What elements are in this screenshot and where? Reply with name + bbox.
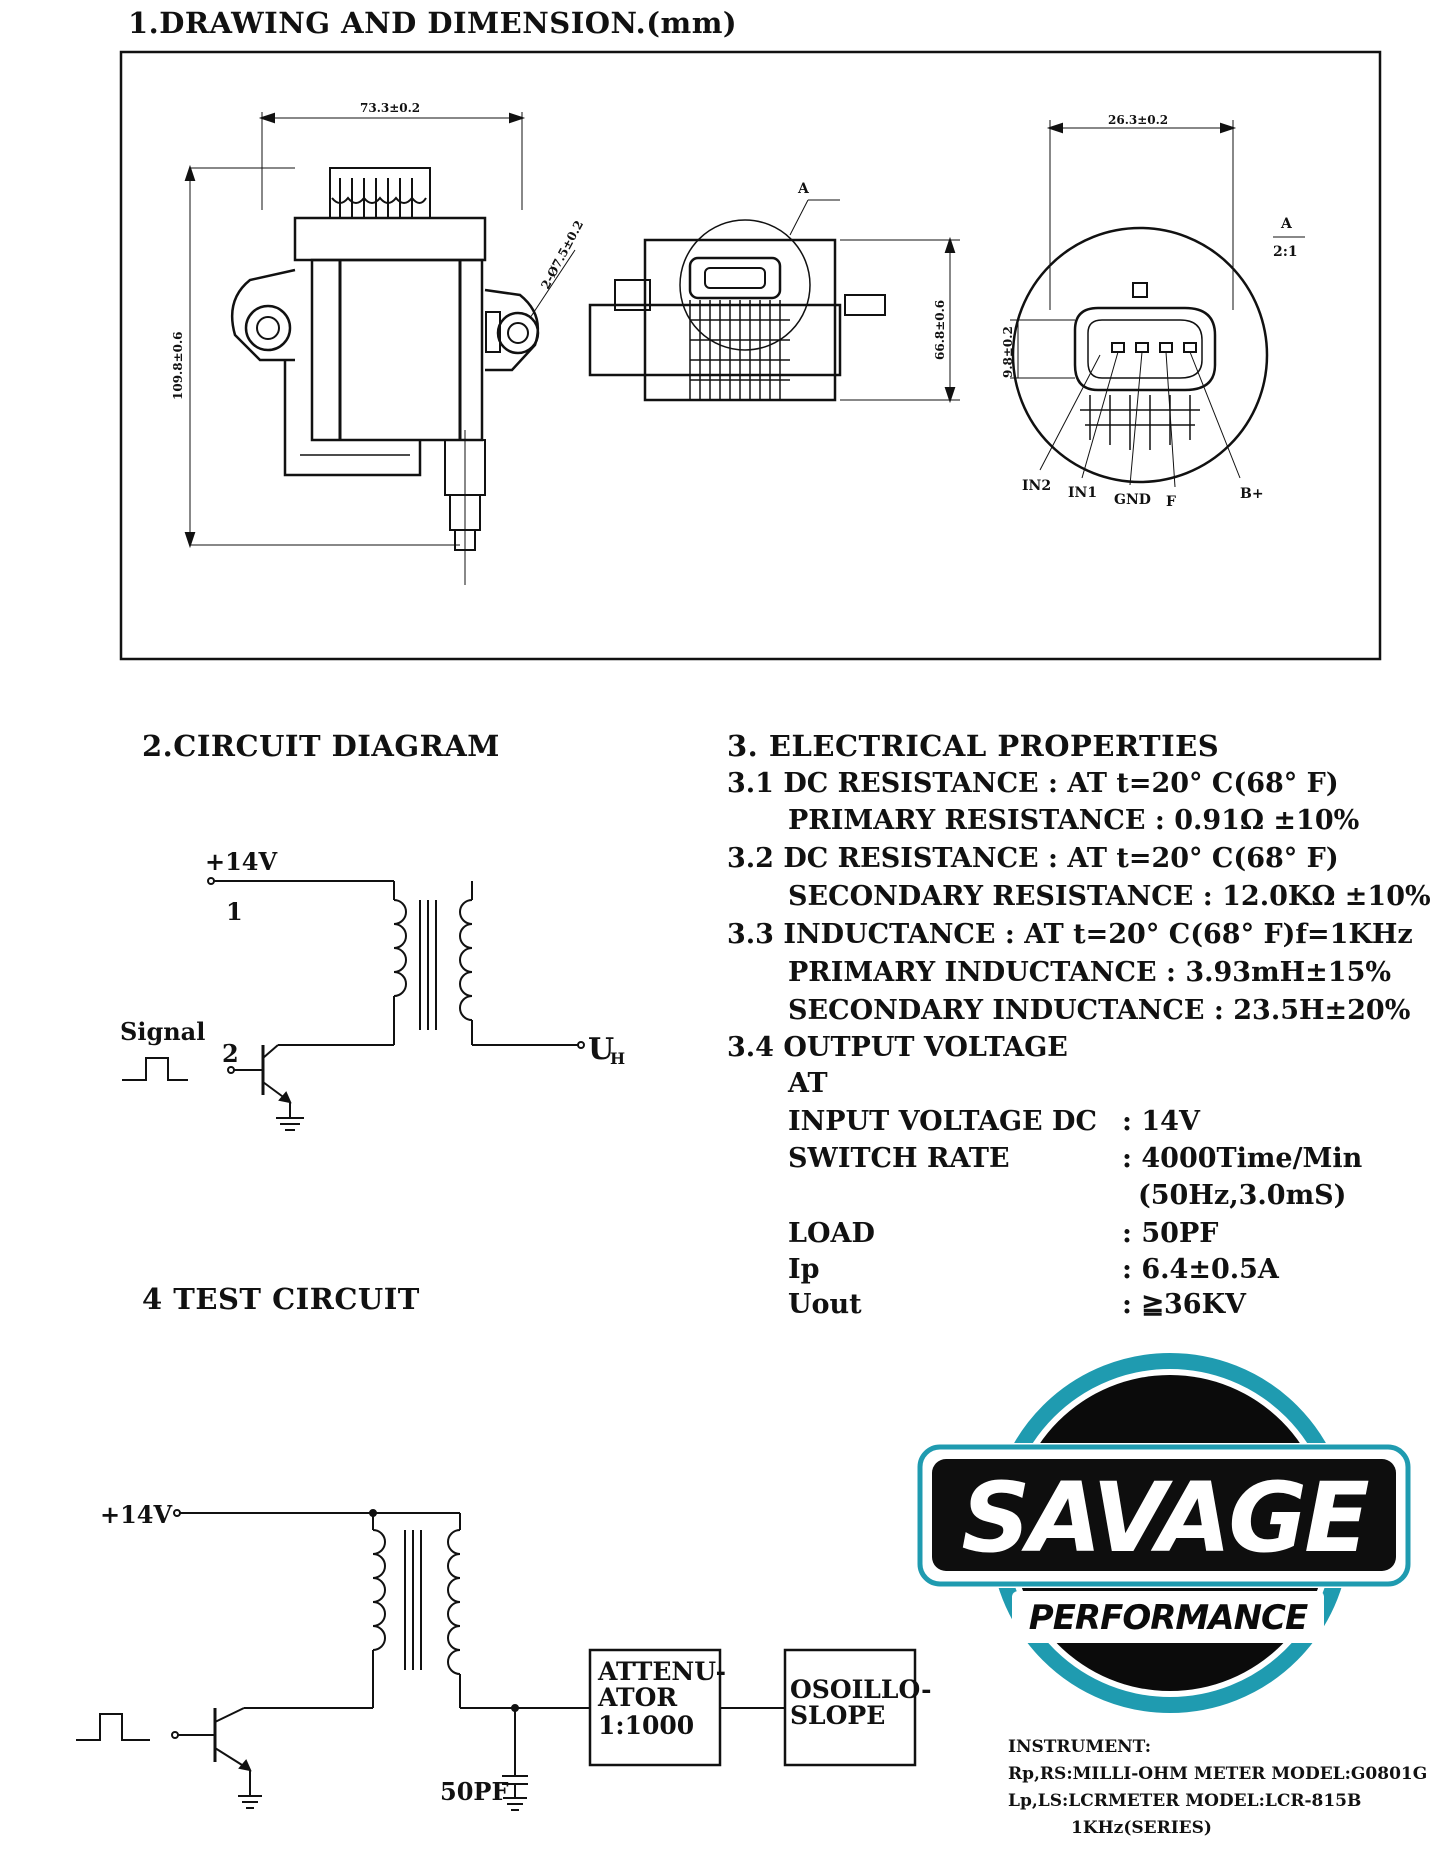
circuit-output-label: U — [588, 1032, 614, 1067]
prop-3-3: 3.3 INDUCTANCE : AT t=20° C(68° F)f=1KHz — [727, 919, 1413, 950]
prop-at: AT — [788, 1068, 828, 1099]
table-value-load: : 50PF — [1122, 1218, 1219, 1249]
attenuator-line1: ATTENU- — [597, 1657, 726, 1686]
circuit-pin1-label: 1 — [226, 897, 243, 926]
logo-sub: PERFORMANCE — [1029, 1598, 1308, 1638]
dim-height: 109.8±0.6 — [171, 331, 185, 400]
table-label-uout: Uout — [788, 1289, 862, 1320]
scope-line2: SLOPE — [790, 1701, 885, 1730]
section3-title: 3. ELECTRICAL PROPERTIES — [727, 729, 1220, 763]
test-circuit: +14V 50PF ATTENU- ATOR 1:1000 OSOILLO- S… — [76, 1500, 932, 1811]
pin-bplus: B+ — [1240, 486, 1264, 502]
table-value-uout: : ≧36KV — [1122, 1289, 1246, 1320]
pin-in2: IN2 — [1022, 478, 1051, 494]
table-label-switch-rate: SWITCH RATE — [788, 1143, 1010, 1174]
table-label-input-voltage: INPUT VOLTAGE DC — [788, 1106, 1097, 1137]
dim-conn-width: 26.3±0.2 — [1108, 113, 1168, 127]
attenuator-line2: ATOR — [597, 1683, 677, 1712]
prop-3-2: 3.2 DC RESISTANCE : AT t=20° C(68° F) — [727, 843, 1339, 874]
detail-scale: 2:1 — [1273, 244, 1298, 260]
circuit-signal-label: Signal — [120, 1017, 205, 1046]
prop-secondary-inductance: SECONDARY INDUCTANCE : 23.5H±20% — [788, 995, 1411, 1026]
prop-primary-resistance: PRIMARY RESISTANCE : 0.91Ω ±10% — [788, 805, 1360, 836]
instrument-line1: Rp,RS:MILLI-OHM METER MODEL:G0801G — [1008, 1764, 1428, 1784]
logo-word: SAVAGE — [961, 1462, 1369, 1574]
dim-hole: 2-Ø7.5±0.2 — [538, 218, 586, 291]
circuit-pin2-label: 2 — [222, 1039, 239, 1068]
pin-gnd: GND — [1114, 492, 1151, 508]
table-value-switch-rate-detail: (50Hz,3.0mS) — [1138, 1180, 1347, 1211]
prop-3-4: 3.4 OUTPUT VOLTAGE — [727, 1032, 1068, 1063]
circuit-supply-label: +14V — [205, 847, 278, 876]
dim-conn-height: 9.8±0.2 — [1001, 326, 1015, 378]
table-label-load: LOAD — [788, 1218, 875, 1249]
attenuator-line3: 1:1000 — [598, 1711, 694, 1740]
section1-title: 1.DRAWING AND DIMENSION.(mm) — [128, 6, 738, 40]
test-supply-label: +14V — [100, 1500, 173, 1529]
prop-secondary-resistance: SECONDARY RESISTANCE : 12.0KΩ ±10% — [788, 881, 1431, 912]
dim-width: 73.3±0.2 — [360, 101, 420, 115]
circuit-diagram: +14V 1 2 Signal U H — [120, 847, 625, 1131]
savage-logo: SAVAGE PERFORMANCE — [916, 1343, 1412, 1723]
instrument-line2: Lp,LS:LCRMETER MODEL:LCR-815B — [1008, 1791, 1362, 1811]
pin-f: F — [1166, 494, 1176, 510]
table-value-input-voltage: : 14V — [1122, 1106, 1200, 1137]
table-value-switch-rate: : 4000Time/Min — [1122, 1143, 1363, 1174]
pin-in1: IN1 — [1068, 485, 1097, 501]
prop-primary-inductance: PRIMARY INDUCTANCE : 3.93mH±15% — [788, 957, 1392, 988]
dimension-drawing: 73.3±0.2 109.8±0.6 2-Ø7.5±0.2 66.8±0.6 2… — [119, 50, 1382, 661]
circuit-output-sub: H — [610, 1049, 625, 1068]
instrument-title: INSTRUMENT: — [1008, 1737, 1152, 1757]
section4-title: 4 TEST CIRCUIT — [142, 1282, 420, 1316]
section2-title: 2.CIRCUIT DIAGRAM — [142, 729, 500, 763]
table-value-ip: : 6.4±0.5A — [1122, 1254, 1279, 1285]
test-capacitor-label: 50PF — [440, 1777, 508, 1806]
prop-3-1: 3.1 DC RESISTANCE : AT t=20° C(68° F) — [727, 768, 1339, 799]
dim-side-height: 66.8±0.6 — [933, 300, 947, 360]
instrument-line3: 1KHz(SERIES) — [1071, 1818, 1212, 1838]
scope-line1: OSOILLO- — [790, 1675, 932, 1704]
detail-callout: A — [797, 181, 810, 197]
detail-label: A — [1280, 216, 1293, 232]
table-label-ip: Ip — [788, 1254, 820, 1285]
